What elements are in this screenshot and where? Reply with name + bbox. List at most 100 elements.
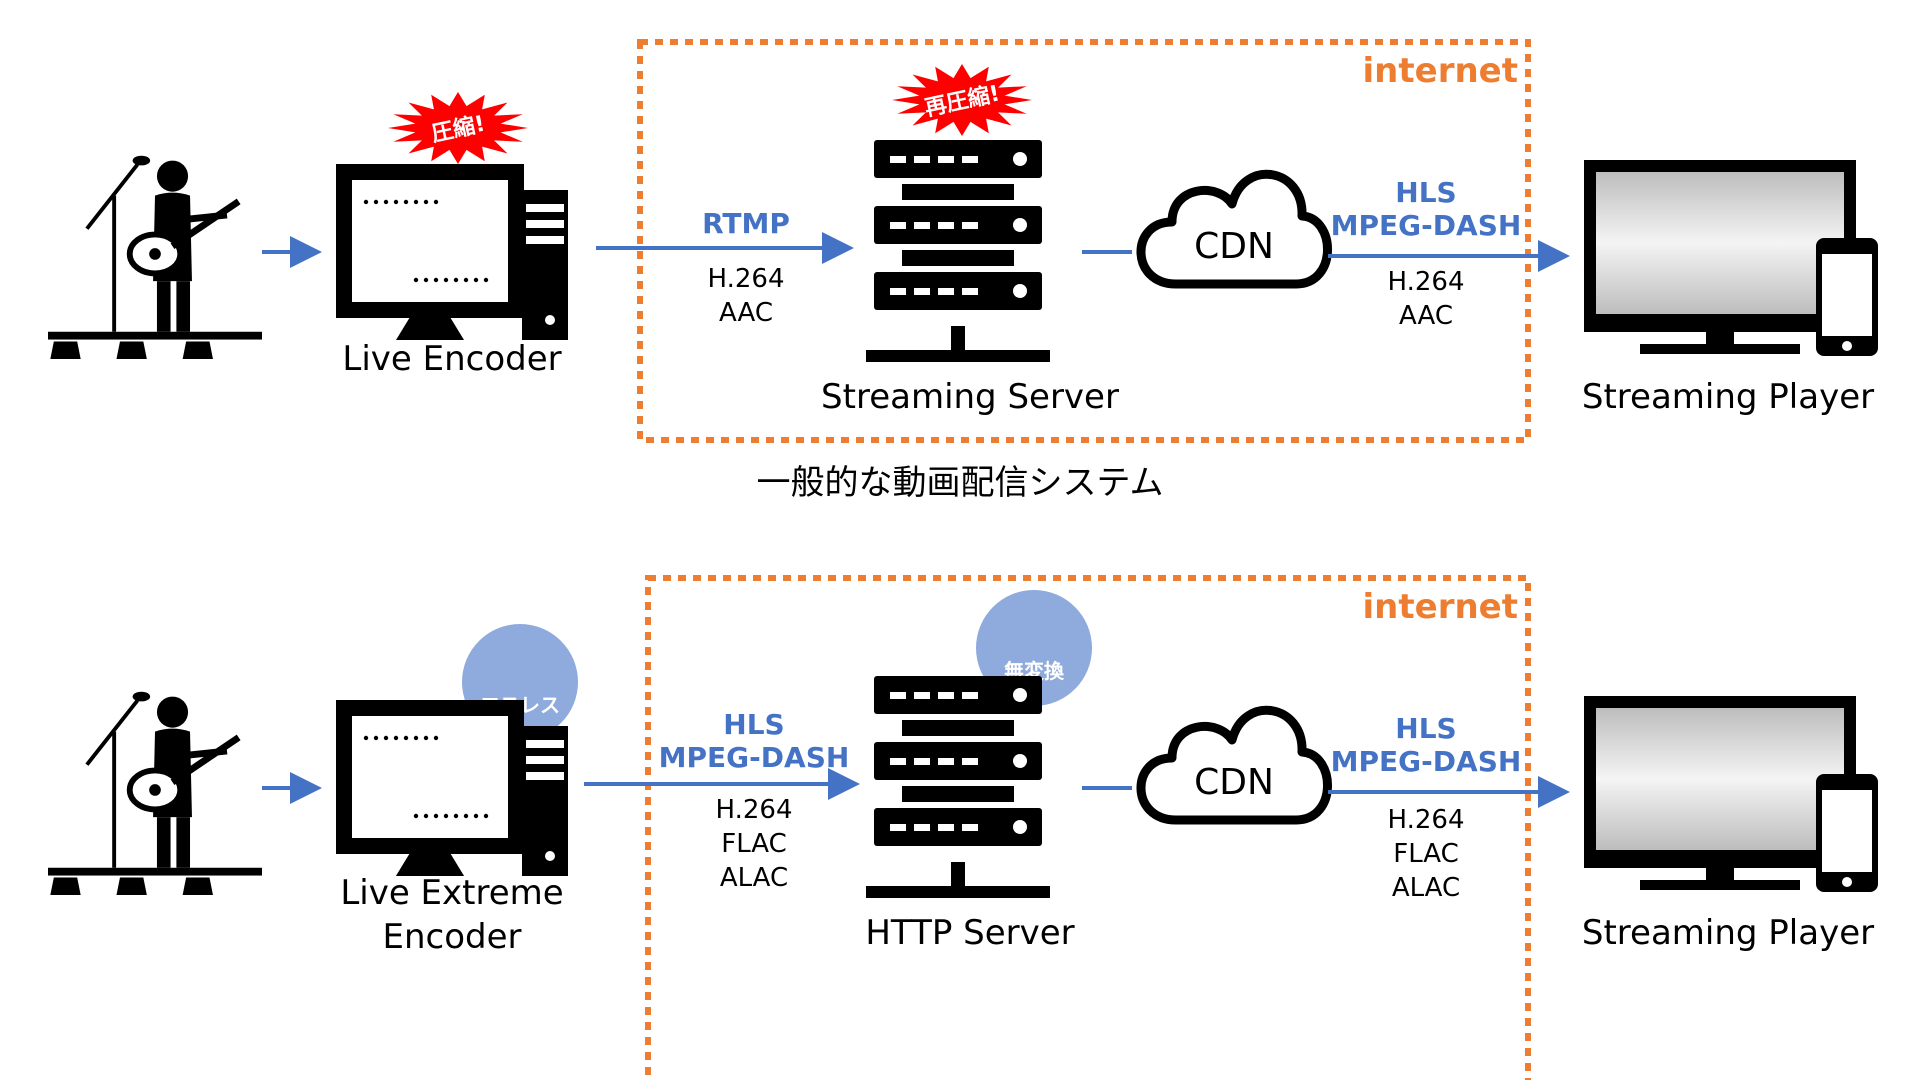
server-unit (874, 676, 1042, 714)
tv-stand (1640, 344, 1800, 354)
cloud-shape (1136, 169, 1332, 289)
server-slot (962, 692, 978, 699)
codec-label: FLAC (1393, 839, 1459, 869)
burst-shape (892, 64, 1032, 136)
tv-screen (1596, 708, 1844, 850)
server-slot (938, 758, 954, 765)
drive-bay (526, 204, 564, 212)
server-base (866, 886, 1050, 898)
screen-dot (433, 735, 439, 741)
screen-dot (413, 277, 419, 283)
screen-dot (453, 813, 459, 819)
server-slot (890, 222, 906, 229)
power-light (545, 315, 555, 325)
server-light (1013, 688, 1027, 702)
live-encoder-icon (336, 164, 568, 340)
codec-label: H.264 (1388, 805, 1465, 835)
screen-dot (483, 813, 489, 819)
internet-label: internet (1363, 51, 1518, 91)
internet-box (637, 39, 1531, 443)
server-slot (914, 288, 930, 295)
phone-button (1842, 341, 1852, 351)
tv-neck (1706, 868, 1734, 880)
screen-dot (443, 813, 449, 819)
internet-label: internet (1363, 587, 1518, 627)
server-slot (890, 288, 906, 295)
screen-dot (393, 735, 399, 741)
screen-dot (433, 277, 439, 283)
screen-dot (413, 813, 419, 819)
drive-bay (526, 756, 564, 764)
server-light (1013, 754, 1027, 768)
drive-bay (526, 220, 564, 228)
monitor-stand (396, 317, 464, 340)
screen-dot (473, 277, 479, 283)
server-light (1013, 152, 1027, 166)
server-slot (938, 222, 954, 229)
codec-label: FLAC (721, 829, 787, 859)
player-label: Streaming Player (1582, 913, 1874, 953)
server-slot (938, 156, 954, 163)
encoder-label-line1: Live Extreme (340, 873, 563, 913)
encoder-burst: 圧縮! (388, 92, 528, 164)
codec-label: AAC (1399, 301, 1453, 331)
player-label: Streaming Player (1582, 377, 1874, 417)
server-slot (962, 824, 978, 831)
screen-dot (423, 277, 429, 283)
protocol-label: HLS (1395, 176, 1456, 209)
screen-dot (433, 813, 439, 819)
pc-tower (522, 190, 568, 340)
server-spacer (902, 184, 1014, 200)
tv-neck (1706, 332, 1734, 344)
screen-dot (363, 735, 369, 741)
streaming-player-icon (1584, 160, 1878, 356)
performer-icon (48, 156, 262, 367)
server-unit (874, 140, 1042, 178)
server-burst: 再圧縮! (892, 64, 1032, 136)
screen-dot (403, 199, 409, 205)
server-slot (962, 222, 978, 229)
phone-screen (1822, 790, 1872, 872)
protocol-label: MPEG-DASH (659, 741, 850, 774)
protocol-label: MPEG-DASH (1331, 209, 1522, 242)
codec-label: H.264 (1388, 267, 1465, 297)
screen-dot (413, 199, 419, 205)
monitor-frame (336, 700, 524, 854)
section-caption: 一般的な動画配信システム (757, 463, 1164, 503)
codec-label: H.264 (716, 795, 793, 825)
screen-dot (373, 735, 379, 741)
pc-tower (522, 726, 568, 876)
monitor-frame (336, 164, 524, 318)
protocol-label: HLS (723, 708, 784, 741)
streaming-player-icon (1584, 696, 1878, 892)
screen-dot (483, 277, 489, 283)
screen-dot (373, 199, 379, 205)
server-spacer (902, 786, 1014, 802)
http-server-icon (866, 676, 1050, 898)
screen-dot (383, 735, 389, 741)
server-base (866, 350, 1050, 362)
server-slot (914, 692, 930, 699)
server-unit (874, 272, 1042, 310)
server-pole (951, 862, 965, 886)
screen-dot (423, 735, 429, 741)
server-slot (962, 156, 978, 163)
drive-bay (526, 740, 564, 748)
server-spacer (902, 250, 1014, 266)
codec-label: H.264 (708, 264, 785, 294)
phone-button (1842, 877, 1852, 887)
protocol-label: RTMP (702, 207, 790, 240)
cdn-label: CDN (1194, 226, 1274, 267)
server-unit (874, 206, 1042, 244)
screen-dot (423, 199, 429, 205)
server-slot (890, 156, 906, 163)
server-slot (890, 758, 906, 765)
cdn-cloud: CDN (1136, 169, 1332, 289)
performer-icon (48, 692, 262, 903)
protocol-label: MPEG-DASH (1331, 745, 1522, 778)
screen-dot (423, 813, 429, 819)
